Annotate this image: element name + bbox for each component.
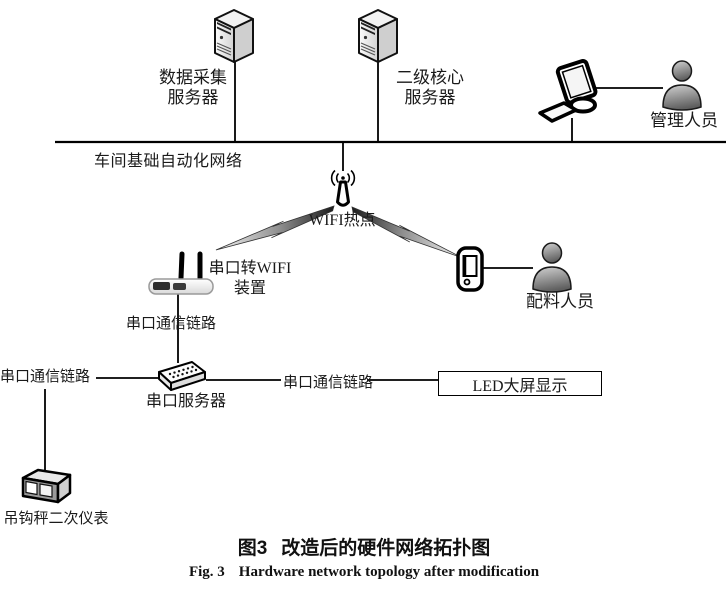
core-server-label-line1: 二级核心 bbox=[396, 68, 464, 87]
serial-server-label: 串口服务器 bbox=[145, 393, 226, 410]
serial-wifi-device-label: 串口转WIFI 装置 bbox=[204, 259, 296, 299]
serial-link-left-label: 串口通信链路 bbox=[0, 369, 91, 385]
bus-network-label: 车间基础自动化网络 bbox=[94, 153, 243, 170]
core-server-icon bbox=[358, 9, 398, 63]
figure-caption-zh: 图3 改造后的硬件网络拓扑图 bbox=[0, 533, 728, 560]
figure-caption-en: Fig. 3 Hardware network topology after mo… bbox=[0, 564, 728, 581]
core-server-label: 二级核心 服务器 bbox=[384, 68, 476, 108]
serial-server-box-icon bbox=[158, 361, 206, 391]
serial-link-right-label: 串口通信链路 bbox=[283, 375, 374, 391]
serial-wifi-device-label-line1: 串口转WIFI bbox=[208, 260, 292, 277]
admin-person-icon bbox=[662, 60, 702, 111]
desktop-computer-icon bbox=[538, 59, 598, 123]
figure-caption-en-number: Fig. 3 bbox=[188, 564, 225, 580]
led-display-box: LED大屏显示 bbox=[438, 371, 602, 396]
antenna-icon bbox=[330, 169, 356, 207]
wifi-hotspot-label: WIFI热点 bbox=[309, 212, 376, 229]
data-server-label-line1: 数据采集 bbox=[159, 68, 227, 87]
data-server-label: 数据采集 服务器 bbox=[147, 68, 239, 108]
connection-lines bbox=[44, 62, 726, 472]
figure-caption-zh-number: 图3 bbox=[237, 538, 268, 559]
serial-wifi-device-label-line2: 装置 bbox=[233, 280, 266, 297]
serial-link-mid-label: 串口通信链路 bbox=[126, 316, 217, 332]
data-server-label-line2: 服务器 bbox=[167, 88, 219, 107]
data-server-icon bbox=[214, 9, 254, 63]
led-display-label: LED大屏显示 bbox=[472, 377, 568, 395]
wireless-router-icon bbox=[148, 251, 214, 295]
meter-box-icon bbox=[21, 468, 72, 504]
pda-icon bbox=[456, 246, 484, 292]
worker-label: 配料人员 bbox=[526, 292, 594, 311]
worker-person-icon bbox=[532, 242, 572, 293]
core-server-label-line2: 服务器 bbox=[404, 88, 456, 107]
hook-scale-label: 吊钩秤二次仪表 bbox=[3, 511, 109, 527]
figure-caption-zh-text: 改造后的硬件网络拓扑图 bbox=[281, 538, 491, 559]
figure-caption-en-text: Hardware network topology after modifica… bbox=[238, 564, 540, 580]
admin-label: 管理人员 bbox=[650, 111, 718, 130]
